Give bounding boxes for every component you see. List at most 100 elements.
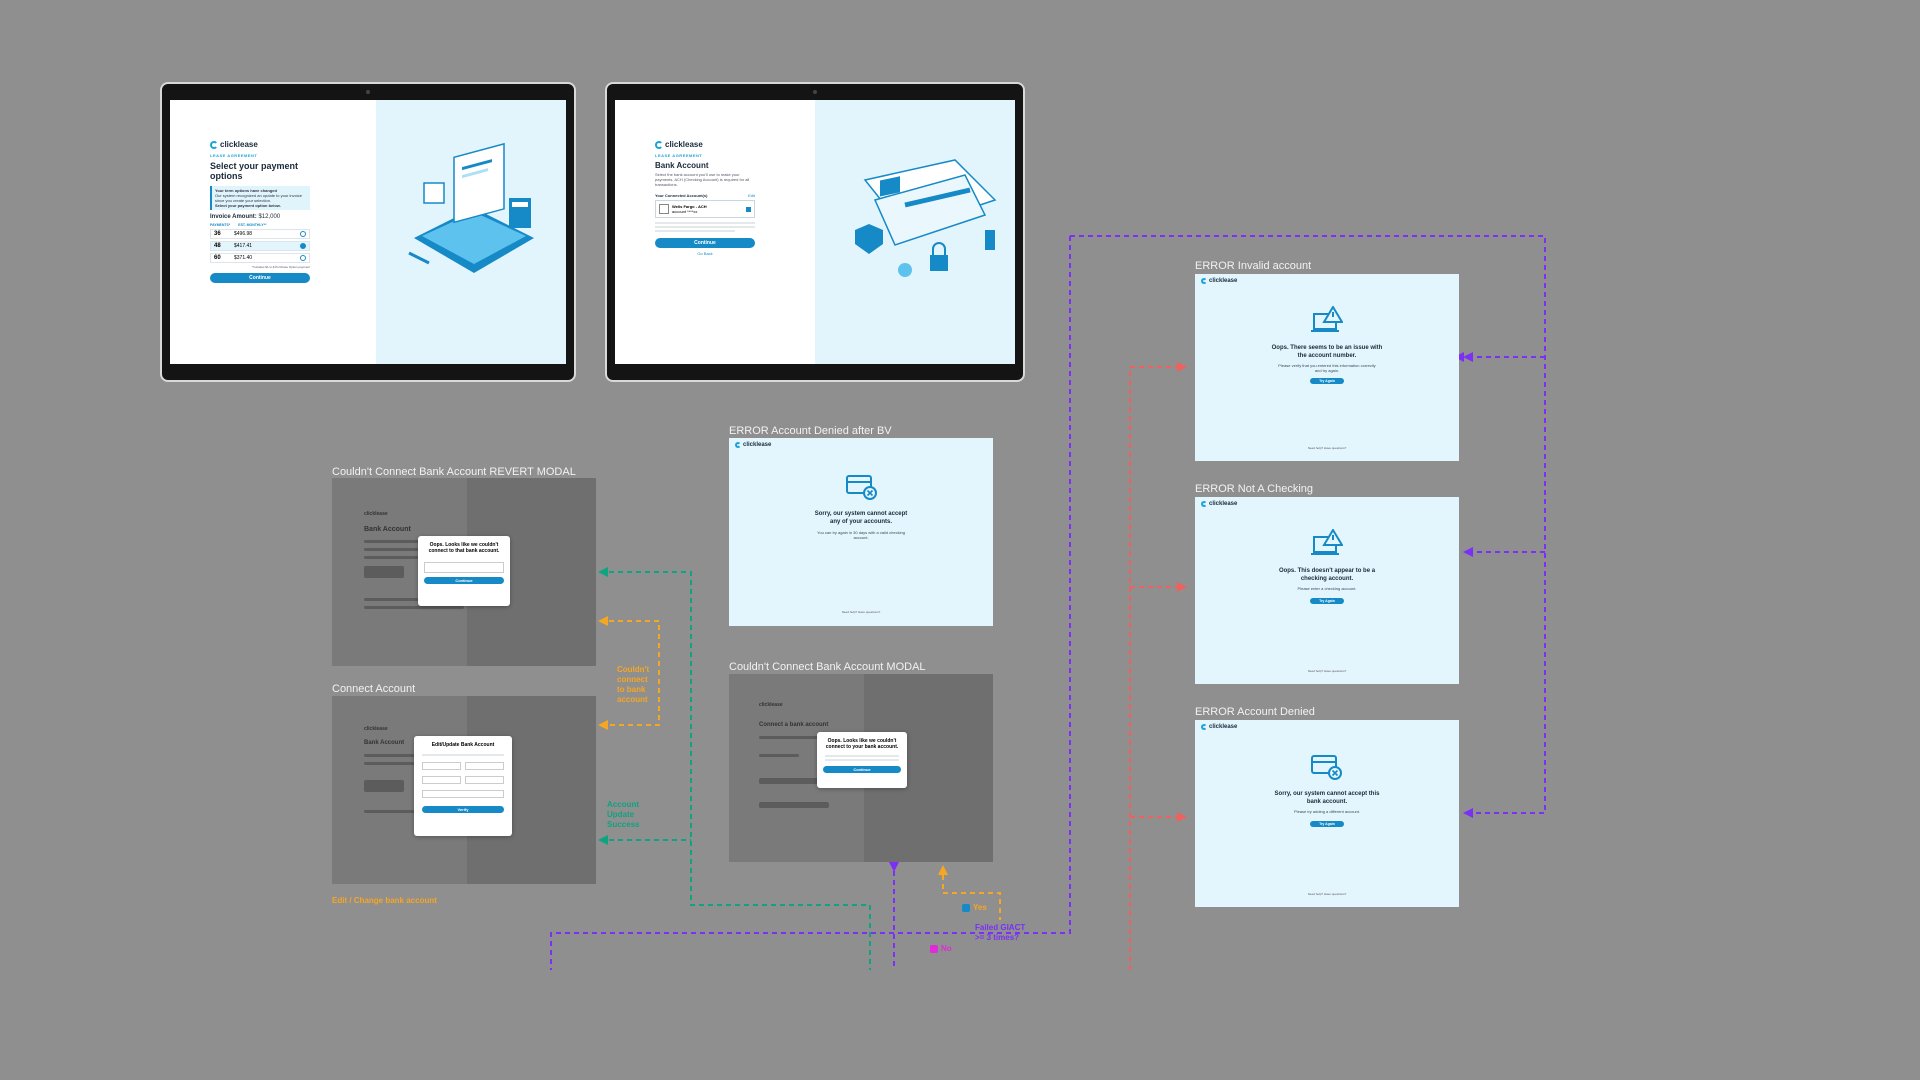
frame-logo: clicklease xyxy=(759,702,783,708)
payment-option-row[interactable]: 36 $496.98 xyxy=(210,229,310,239)
label-not-checking: ERROR Not A Checking xyxy=(1195,483,1313,495)
bank-account-screen: clicklease LEASE AGREEMENT Bank Account … xyxy=(615,100,1015,364)
clicklease-logo: clicklease xyxy=(1201,724,1237,730)
term-value: 60 xyxy=(214,255,228,261)
monthly-amount: $371.40 xyxy=(234,255,294,261)
label-invalid-account: ERROR Invalid account xyxy=(1195,260,1311,272)
monthly-amount: $496.98 xyxy=(234,231,294,237)
checkbox-icon[interactable] xyxy=(746,207,751,212)
connect-modal-title: Oops. Looks like we couldn't connect to … xyxy=(821,738,903,750)
label-account-denied: ERROR Account Denied xyxy=(1195,706,1315,718)
no-marker-icon xyxy=(930,945,938,953)
payment-option-row[interactable]: 60 $371.40 xyxy=(210,253,310,263)
bank-intro: Select the bank account you'll use to ma… xyxy=(655,172,755,187)
lease-agreement-tag: LEASE AGREEMENT xyxy=(210,153,310,158)
orange-connector-right xyxy=(943,875,1000,920)
col-payments: PAYMENTS* xyxy=(210,223,230,227)
continue-button[interactable]: Continue xyxy=(655,238,755,248)
account-mask: account ****xx xyxy=(672,209,697,214)
edit-change-note: Edit / Change bank account xyxy=(332,896,437,906)
couldnt-connect-note: Couldn't connect to bank account xyxy=(617,665,657,705)
lease-agreement-tag: LEASE AGREEMENT xyxy=(655,153,755,158)
laptop-bank-account: clicklease LEASE AGREEMENT Bank Account … xyxy=(605,82,1025,382)
denied-title: Sorry, our system cannot accept this ban… xyxy=(1195,790,1459,806)
try-again-button[interactable]: Try Again xyxy=(1310,598,1344,604)
help-footer: Need help? Have questions? xyxy=(1195,446,1459,450)
col-monthly: EST. MONTHLY** xyxy=(238,223,266,227)
clicklease-logo: clicklease xyxy=(1201,501,1237,507)
revert-continue-button[interactable]: Continue xyxy=(424,577,504,584)
no-chip: No xyxy=(930,944,952,953)
notice-cta: Select your payment option below. xyxy=(215,203,307,208)
bank-title: Bank Account xyxy=(655,161,755,170)
invalid-title: Oops. There seems to be an issue with th… xyxy=(1195,344,1459,360)
term-value: 36 xyxy=(214,231,228,237)
payment-option-row[interactable]: 48 $417.41 xyxy=(210,241,310,251)
frame-heading: Connect a bank account xyxy=(759,722,828,728)
failed-giact-note: Failed GIACT >= 3 times? xyxy=(975,923,1035,943)
connect-account-frame: clicklease Bank Account Edit/Update Bank… xyxy=(332,696,596,884)
clicklease-logo: clicklease xyxy=(210,140,310,149)
yes-marker-icon xyxy=(962,904,970,912)
radio-icon[interactable] xyxy=(300,255,306,261)
denied-bv-title: Sorry, our system cannot accept any of y… xyxy=(729,510,993,526)
yes-chip: Yes xyxy=(962,903,987,912)
update-success-note: Account Update Success xyxy=(607,800,647,830)
invalid-account-frame: clicklease Oops. There seems to be an is… xyxy=(1195,274,1459,461)
illustration-panel xyxy=(376,100,566,364)
bank-card-illustration-icon xyxy=(815,100,1015,364)
card-denied-icon xyxy=(846,473,878,501)
camera-icon xyxy=(366,90,370,94)
connect-modal-frame: clicklease Connect a bank account Oops. … xyxy=(729,674,993,862)
card-denied-icon xyxy=(1311,753,1343,781)
laptop-warning-icon xyxy=(1311,306,1343,336)
frame-logo: clicklease xyxy=(364,726,388,732)
frame-logo: clicklease xyxy=(364,511,388,517)
laptop-warning-icon xyxy=(1311,529,1343,559)
clicklease-logo: clicklease xyxy=(735,442,771,448)
label-connect-account: Connect Account xyxy=(332,683,415,695)
try-again-button[interactable]: Try Again xyxy=(1310,821,1344,827)
verify-button[interactable]: Verify xyxy=(422,806,504,813)
account-denied-frame: clicklease Sorry, our system cannot acce… xyxy=(1195,720,1459,907)
label-revert-modal: Couldn't Connect Bank Account REVERT MOD… xyxy=(332,466,576,478)
help-footer: Need help? Have questions? xyxy=(1195,669,1459,673)
laptop-payment-options: clicklease LEASE AGREEMENT Select your p… xyxy=(160,82,576,382)
frame-heading: Bank Account xyxy=(364,526,411,533)
go-back-link[interactable]: Go Back xyxy=(655,251,755,256)
denied-bv-subtitle: You can try again in 30 days with a vali… xyxy=(729,530,993,540)
payment-footnote: *Includes $1 to $ Purchase Option paymen… xyxy=(210,265,310,269)
illustration-panel xyxy=(815,100,1015,364)
denied-after-bv-frame: clicklease Sorry, our system cannot acce… xyxy=(729,438,993,626)
connected-accounts-label: Your Connected Account(s) xyxy=(655,193,707,198)
help-footer: Need help? Have questions? xyxy=(1195,892,1459,896)
revert-modal-frame: clicklease Bank Account Oops. Looks like… xyxy=(332,478,596,666)
invoice-label: Invoice Amount: xyxy=(210,214,257,220)
radio-icon[interactable] xyxy=(300,231,306,237)
label-connect-modal: Couldn't Connect Bank Account MODAL xyxy=(729,661,926,673)
label-denied-after-bv: ERROR Account Denied after BV xyxy=(729,425,892,437)
no-label: No xyxy=(941,944,952,953)
bank-icon xyxy=(659,204,669,214)
revert-modal-title: Oops. Looks like we couldn't connect to … xyxy=(422,542,506,554)
revert-modal: Oops. Looks like we couldn't connect to … xyxy=(418,536,510,606)
continue-button[interactable]: Continue xyxy=(210,273,310,283)
not-checking-subtitle: Please enter a checking account. xyxy=(1195,586,1459,591)
denied-subtitle: Please try adding a different account. xyxy=(1195,809,1459,814)
try-again-button[interactable]: Try Again xyxy=(1310,378,1344,384)
notice-body: Our system recognized an update to your … xyxy=(215,193,307,203)
term-value: 48 xyxy=(214,243,228,249)
payment-options-screen: clicklease LEASE AGREEMENT Select your p… xyxy=(170,100,566,364)
not-checking-frame: clicklease Oops. This doesn't appear to … xyxy=(1195,497,1459,684)
radio-icon[interactable] xyxy=(300,243,306,249)
monthly-amount: $417.41 xyxy=(234,243,294,249)
red-connector xyxy=(1130,367,1185,970)
connect-continue-button[interactable]: Continue xyxy=(823,766,901,773)
edit-link[interactable]: Edit xyxy=(748,193,755,198)
calculator-illustration-icon xyxy=(376,100,566,364)
payment-title: Select your payment options xyxy=(210,161,310,181)
edit-bank-modal: Edit/Update Bank Account Verify xyxy=(414,736,512,836)
invoice-value: $12,000 xyxy=(258,214,280,220)
edit-modal-title: Edit/Update Bank Account xyxy=(414,742,512,748)
